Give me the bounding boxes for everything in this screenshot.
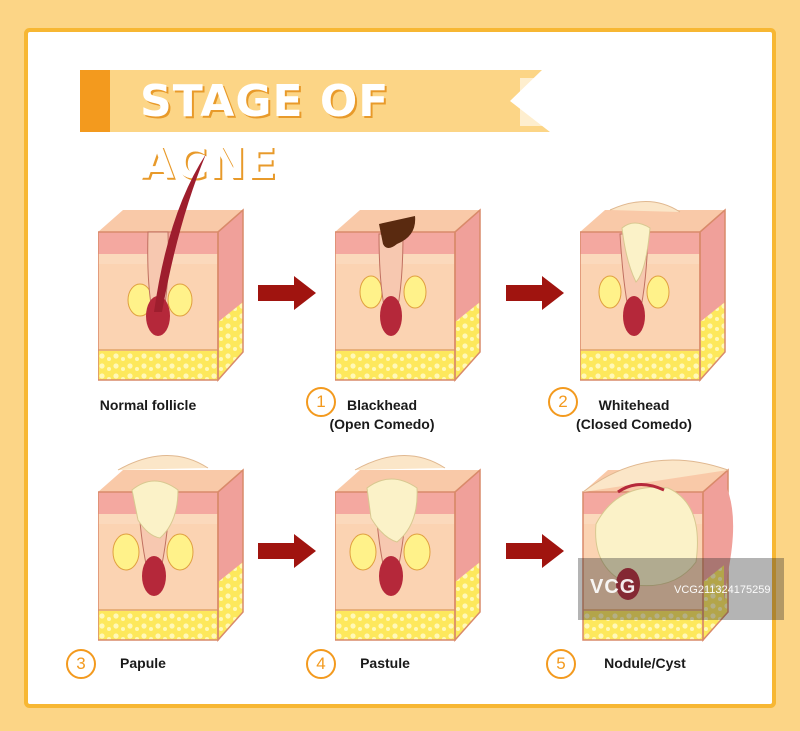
watermark: VCG VCG211324175259 <box>578 558 784 620</box>
arrow-right-icon <box>506 534 564 568</box>
label-whitehead: Whitehead <box>598 397 670 413</box>
page-title: STAGE OF ACNE <box>140 76 390 189</box>
diagram-nodule-cyst <box>582 459 734 641</box>
arrow-right-icon <box>506 276 564 310</box>
arrow-right-icon <box>258 534 316 568</box>
diagram-papule <box>98 455 244 641</box>
title-banner: STAGE OF ACNE <box>80 68 550 189</box>
diagram-whitehead <box>580 201 726 381</box>
diagram-pastule <box>335 455 481 641</box>
hair-follicle-icon <box>154 154 206 312</box>
arrow-right-icon <box>258 276 316 310</box>
diagram-normal-follicle <box>98 154 244 381</box>
label-whitehead-sub: (Closed Comedo) <box>576 416 692 432</box>
watermark-logo: VCG <box>590 576 637 598</box>
label-papule: Papule <box>120 655 166 671</box>
label-blackhead-sub: (Open Comedo) <box>329 416 435 432</box>
stage-number-5: 5 <box>546 649 576 679</box>
stage-number-2: 2 <box>548 387 578 417</box>
watermark-text: VCG211324175259 <box>674 584 771 596</box>
label-pastule: Pastule <box>360 655 410 671</box>
stage-number-4: 4 <box>306 649 336 679</box>
label-blackhead: Blackhead <box>346 397 418 413</box>
label-normal-follicle: Normal follicle <box>99 397 197 413</box>
stage-number-3: 3 <box>66 649 96 679</box>
diagram-blackhead <box>335 209 481 381</box>
label-nodule-cyst: Nodule/Cyst <box>604 655 686 671</box>
stage-number-1: 1 <box>306 387 336 417</box>
